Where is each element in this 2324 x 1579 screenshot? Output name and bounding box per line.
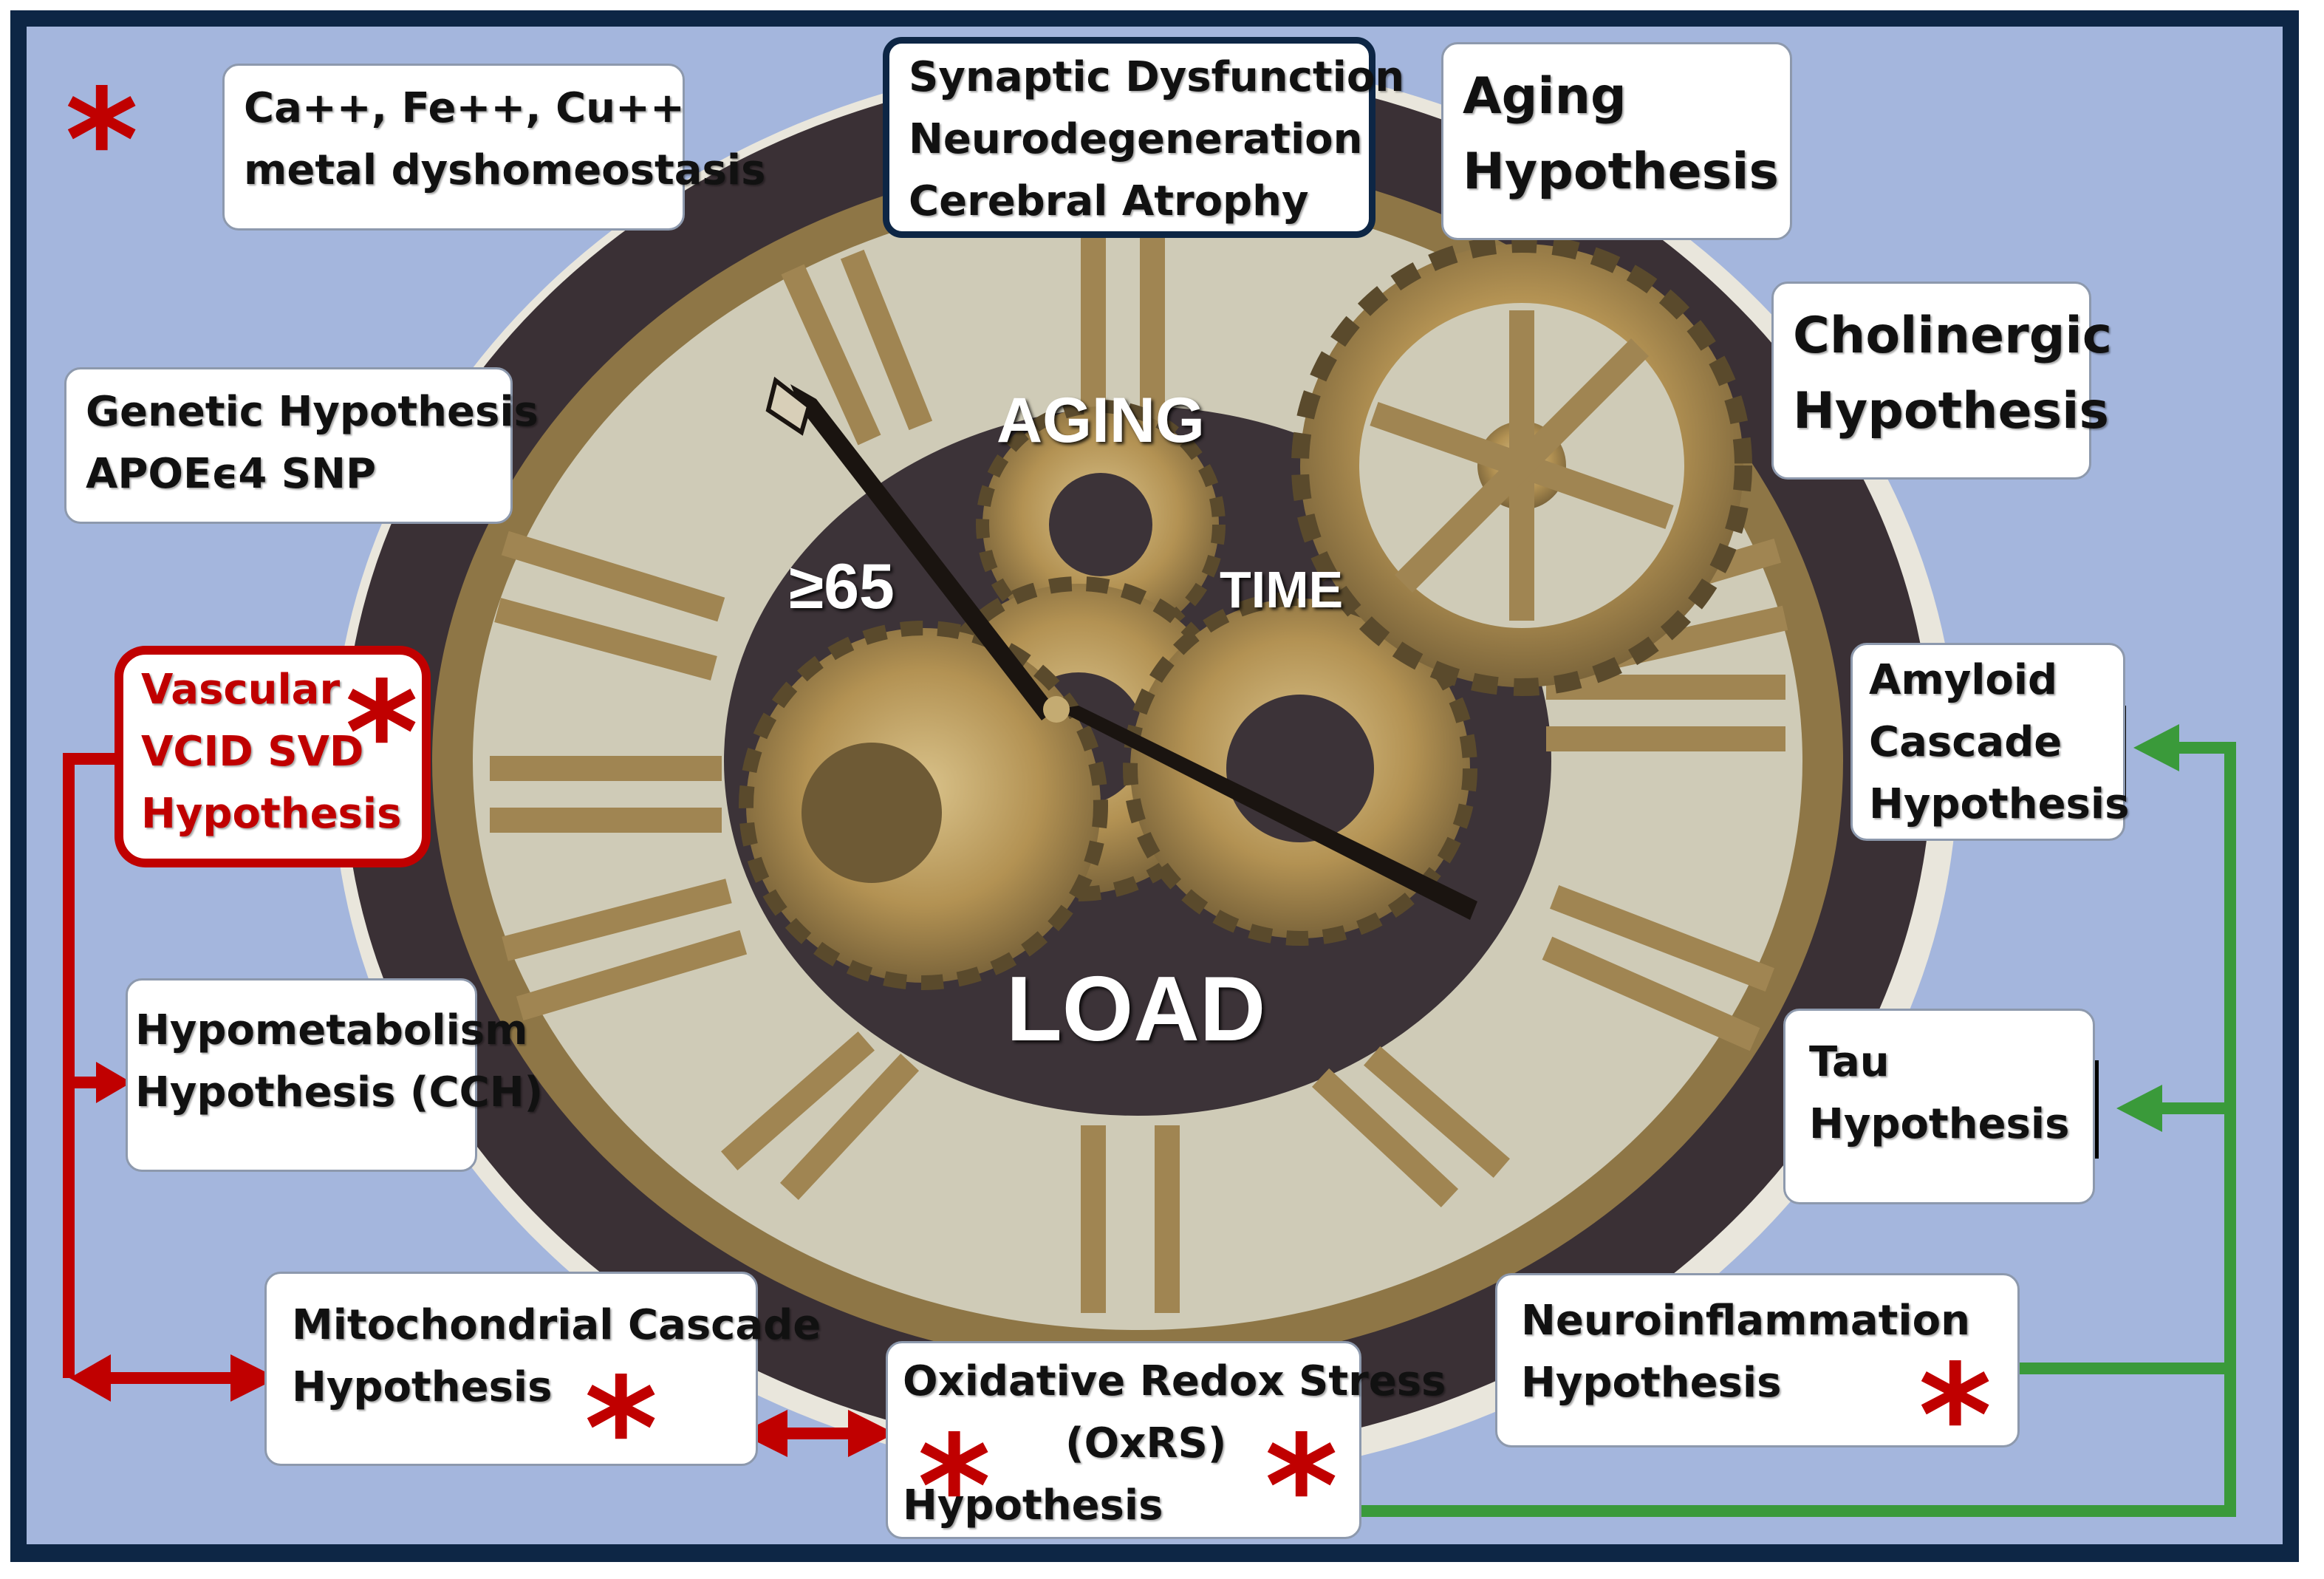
vascular-arrows xyxy=(63,753,853,1439)
metal-dyshomeostasis-box: Ca++, Fe++, Cu++ metal dyshomeostasis xyxy=(222,64,766,231)
box-line: Synaptic Dysfunction xyxy=(909,53,1405,101)
arrowheads-green xyxy=(2116,724,2179,1132)
clock-label-load: LOAD xyxy=(1006,958,1266,1060)
box-line: (OxRS) xyxy=(1065,1419,1227,1467)
box-line: Oxidative Redox Stress xyxy=(903,1357,1446,1405)
box-line: Neurodegeneration xyxy=(909,115,1363,163)
hypometabolism-hypothesis-box: Hypometabolism Hypothesis (CCH) xyxy=(126,978,544,1172)
clock-hands xyxy=(765,376,1477,920)
genetic-hypothesis-box: Genetic Hypothesis APOEϵ4 SNP xyxy=(64,367,539,524)
box-line: Cerebral Atrophy xyxy=(909,177,1309,225)
asterisk-icon: * xyxy=(345,652,419,815)
amyloid-cascade-box: Amyloid Cascade Hypothesis xyxy=(1850,643,2130,841)
oxidative-redox-stress-box: Oxidative Redox Stress (OxRS) Hypothesis… xyxy=(886,1341,1446,1558)
asterisk-icon: * xyxy=(917,1405,991,1569)
cholinergic-hypothesis-box: Cholinergic Hypothesis xyxy=(1771,282,2113,480)
arrowheads-red xyxy=(69,1062,895,1457)
box-line: Cascade xyxy=(1869,718,2062,766)
box-line: Hypothesis xyxy=(141,790,402,838)
synaptic-dysfunction-box: Synaptic Dysfunction Neurodegeneration C… xyxy=(883,37,1405,238)
box-line: Tau xyxy=(1809,1038,1890,1086)
box-line: VCID SVD xyxy=(141,728,364,776)
asterisk-icon: * xyxy=(1918,1334,1992,1498)
box-line: Hypothesis xyxy=(1463,143,1779,201)
box-line: Hypothesis (CCH) xyxy=(135,1068,544,1116)
box-line: Hypothesis xyxy=(292,1363,553,1411)
tau-hypothesis-box: Tau Hypothesis xyxy=(1783,1009,2095,1204)
box-line: Cholinergic xyxy=(1793,307,2113,365)
box-line: Ca++, Fe++, Cu++ xyxy=(244,84,685,132)
box-line: Hypothesis xyxy=(1809,1100,2070,1148)
box-line: Vascular xyxy=(141,666,341,714)
box-line: metal dyshomeostasis xyxy=(244,146,766,194)
neuroinflammation-hypothesis-box: Neuroinflammation Hypothesis * xyxy=(1495,1273,2020,1487)
asterisk-icon: * xyxy=(1265,1405,1339,1569)
box-line: Genetic Hypothesis xyxy=(86,388,539,436)
box-line: Hypothesis xyxy=(1793,382,2109,440)
clock-label-aging: AGING xyxy=(997,385,1205,456)
box-line: Neuroinflammation xyxy=(1521,1297,1970,1345)
box-line: Hypometabolism xyxy=(135,1006,528,1054)
clock-label-age: ≥65 xyxy=(789,551,895,622)
box-line: APOEϵ4 SNP xyxy=(86,450,377,498)
vascular-hypothesis-box: Vascular VCID SVD Hypothesis * xyxy=(115,646,431,867)
mitochondrial-cascade-box: Mitochondrial Cascade Hypothesis * xyxy=(264,1272,821,1500)
asterisk-icon: * xyxy=(65,59,139,222)
aging-hypothesis-box: Aging Hypothesis xyxy=(1441,42,1792,240)
box-line: Hypothesis xyxy=(903,1481,1163,1529)
neuroinflammation-arrows xyxy=(1361,742,2236,1517)
asterisk-icon: * xyxy=(584,1348,658,1511)
box-line: Aging xyxy=(1463,67,1627,126)
box-line: Mitochondrial Cascade xyxy=(292,1301,821,1349)
box-line: Amyloid xyxy=(1869,656,2058,704)
box-line: Hypothesis xyxy=(1869,780,2130,828)
clock-label-time: TIME xyxy=(1220,561,1344,618)
box-line: Hypothesis xyxy=(1521,1359,1782,1407)
